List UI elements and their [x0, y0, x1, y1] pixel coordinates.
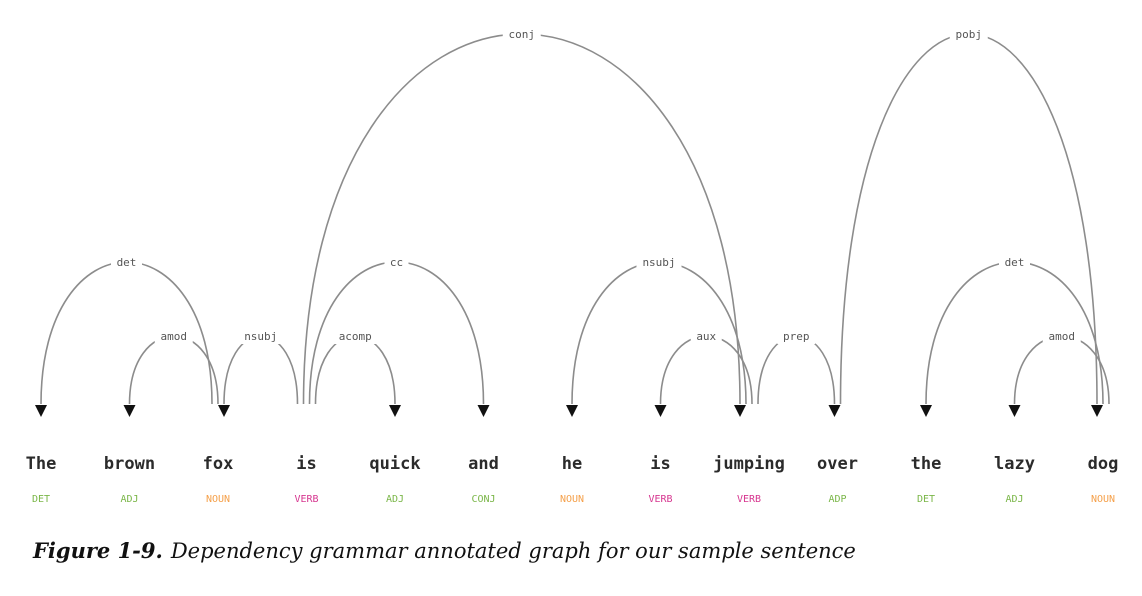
arc-label-background	[999, 257, 1030, 270]
dependency-arc-det: det	[35, 256, 213, 417]
arc-line	[128, 335, 219, 405]
arrow-head	[920, 405, 932, 417]
arc-line	[1013, 335, 1110, 405]
figure-caption: Figure 1-9. Dependency grammar annotated …	[33, 538, 856, 563]
token-word: The	[26, 454, 57, 474]
arc-label-background	[636, 257, 682, 270]
token-tag: ADJ	[1005, 494, 1023, 505]
arrow-head	[389, 405, 401, 417]
arcs-layer: det amod nsubj conj cc acomp nsubj aux prep pobj d…	[35, 28, 1110, 417]
arrow-head	[123, 405, 136, 417]
arrow-head	[477, 405, 490, 417]
arrow-head	[1008, 405, 1021, 417]
dependency-arc-prep: prep	[757, 330, 841, 417]
token-tag: DET	[917, 494, 935, 505]
token-tag: NOUN	[206, 494, 230, 505]
token-tag: VERB	[648, 494, 672, 505]
token-tag: DET	[32, 494, 50, 505]
arc-label-background	[111, 257, 142, 270]
arrow-head	[734, 405, 746, 417]
arc-label-background	[949, 29, 988, 42]
token-tag: VERB	[737, 494, 761, 505]
dependency-arc-cc: cc	[308, 256, 490, 417]
arrow-head	[1091, 405, 1103, 417]
dependency-arc-amod: amod	[1008, 330, 1110, 417]
arrow-head	[566, 405, 578, 417]
arc-label: cc	[390, 256, 403, 269]
dependency-arc-conj: conj	[302, 28, 746, 417]
token-tag: ADJ	[386, 494, 404, 505]
arc-label-background	[690, 331, 722, 344]
arc-label: det	[1005, 256, 1025, 269]
arc-line	[302, 33, 741, 405]
arrow-head	[218, 405, 230, 417]
arc-label-background	[332, 331, 378, 344]
token-tag: ADP	[828, 494, 846, 505]
arc-label-background	[384, 257, 409, 270]
token-word: the	[911, 454, 942, 474]
dependency-arc-det: det	[920, 256, 1104, 417]
caption-text: Dependency grammar annotated graph for o…	[170, 539, 856, 563]
token-word: jumping	[713, 454, 785, 474]
arc-label: aux	[696, 330, 716, 343]
caption-label: Figure 1-9.	[33, 538, 163, 563]
token-tag: ADJ	[120, 494, 138, 505]
dependency-graph: det amod nsubj conj cc acomp nsubj aux prep pobj d…	[26, 28, 1119, 505]
arc-label-background	[1042, 331, 1081, 344]
token-word: he	[562, 454, 582, 474]
arc-label: prep	[783, 330, 810, 343]
arc-label: nsubj	[244, 330, 277, 343]
arrow-head	[654, 405, 667, 417]
arc-label-background	[154, 331, 193, 344]
dependency-arc-acomp: acomp	[314, 330, 401, 417]
token-word: fox	[203, 454, 234, 474]
token-word: brown	[104, 454, 155, 474]
dependency-arc-pobj: pobj	[839, 28, 1103, 417]
arc-line	[839, 33, 1098, 405]
arc-label: conj	[509, 28, 536, 41]
dependency-arc-nsubj: nsubj	[218, 330, 299, 417]
token-word: quick	[369, 454, 420, 474]
arc-line	[223, 335, 299, 405]
arrow-head	[828, 405, 841, 417]
token-word: over	[817, 454, 858, 474]
token-tag: NOUN	[1091, 494, 1115, 505]
token-word: dog	[1088, 454, 1119, 474]
arc-label: nsubj	[642, 256, 675, 269]
arc-label-background	[777, 331, 816, 344]
arc-label: amod	[1049, 330, 1076, 343]
arc-label: amod	[161, 330, 188, 343]
arc-line	[314, 335, 396, 405]
arrow-head	[35, 405, 47, 417]
arc-label-background	[502, 29, 541, 42]
token-tag: CONJ	[471, 494, 495, 505]
dependency-arc-nsubj: nsubj	[566, 256, 747, 417]
dependency-arc-aux: aux	[654, 330, 753, 417]
token-word: lazy	[994, 454, 1035, 474]
token-word: is	[296, 454, 316, 474]
dependency-arc-amod: amod	[123, 330, 219, 417]
token-tag: VERB	[294, 494, 318, 505]
token-tag: NOUN	[560, 494, 584, 505]
arc-label-background	[238, 331, 284, 344]
arc-label: det	[117, 256, 137, 269]
arc-line	[757, 335, 836, 405]
arc-label: pobj	[956, 28, 983, 41]
token-word: is	[650, 454, 670, 474]
arc-label: acomp	[339, 330, 372, 343]
token-word: and	[468, 454, 499, 474]
